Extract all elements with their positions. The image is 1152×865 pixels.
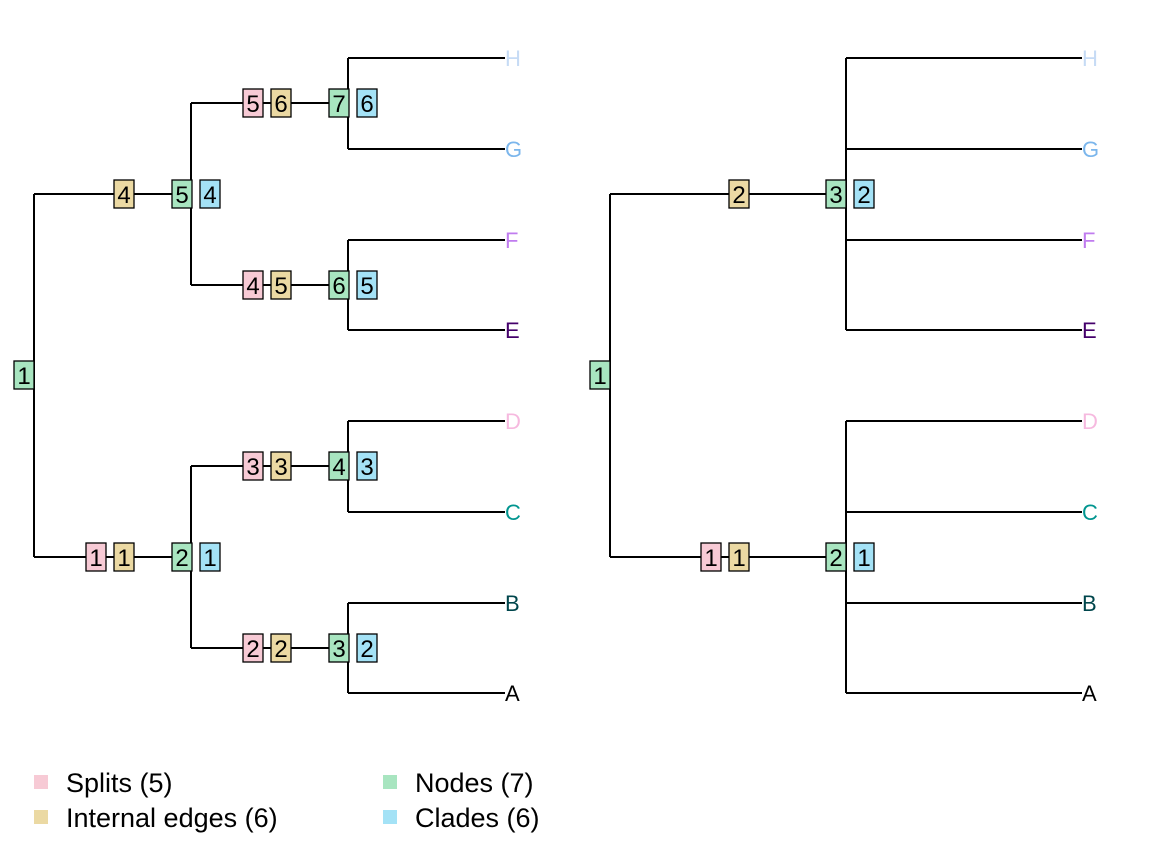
right-tree-split-box-1: [700, 542, 722, 572]
left-tree-split-box-2: [242, 633, 264, 663]
right-tree-node-box-1: [589, 360, 611, 390]
left-tree-node-box-6: [328, 270, 350, 300]
tip-label-left-D: D: [505, 409, 521, 434]
left-tree-edge-label-4: 4: [117, 182, 130, 209]
right-tree-node-label-1: 1: [593, 363, 606, 390]
tree-edges: [33, 57, 1082, 694]
tip-label-left-A: A: [505, 681, 520, 706]
left-tree-edge-box-4: [113, 179, 135, 209]
left-tree-split-box-4: [242, 270, 264, 300]
legend-swatch-clade: [383, 810, 397, 824]
left-tree-node-label-1: 1: [17, 363, 30, 390]
right-tree-edge-box-2: [728, 179, 750, 209]
left-tree-split-box-1: [85, 542, 107, 572]
left-tree-edge-label-1: 1: [117, 545, 130, 572]
tip-label-right-G: G: [1082, 137, 1099, 162]
left-tree-node-label-3: 3: [332, 636, 345, 663]
legend-label-edge: Internal edges (6): [66, 803, 278, 833]
left-tree-node-label-4: 4: [332, 454, 345, 481]
left-tree-node-label-6: 6: [332, 273, 345, 300]
right-tree-node-box-2: [825, 542, 847, 572]
left-tree-edge-box-2: [270, 633, 292, 663]
left-tree-clade-box-6: [356, 88, 378, 118]
legend-label-split: Splits (5): [66, 768, 173, 798]
left-tree-edge-box-3: [270, 451, 292, 481]
left-tree-edge-label-5: 5: [274, 273, 287, 300]
left-tree-clade-box-3: [356, 451, 378, 481]
tip-label-left-E: E: [505, 318, 520, 343]
legend: Splits (5) Nodes (7) Internal edges (6) Cla…: [34, 768, 540, 833]
left-tree-split-box-5: [242, 88, 264, 118]
left-tree-split-label-1: 1: [89, 545, 102, 572]
left-tree-clade-label-2: 2: [360, 636, 373, 663]
left-tree-node-box-4: [328, 451, 350, 481]
legend-swatch-node: [383, 775, 397, 789]
left-tree-clade-label-3: 3: [360, 454, 373, 481]
left-tree-edge-box-5: [270, 270, 292, 300]
legend-label-node: Nodes (7): [415, 768, 534, 798]
tip-label-right-B: B: [1082, 591, 1097, 616]
right-tree-clade-label-1: 1: [857, 545, 870, 572]
legend-label-clade: Clades (6): [415, 803, 540, 833]
left-tree-edge-box-1: [113, 542, 135, 572]
left-tree-node-label-5: 5: [175, 182, 188, 209]
left-tree-clade-box-4: [199, 179, 221, 209]
tip-label-right-A: A: [1082, 681, 1097, 706]
left-tree-split-label-2: 2: [246, 636, 259, 663]
left-tree-clade-box-1: [199, 542, 221, 572]
tip-label-left-F: F: [505, 228, 518, 253]
tip-label-left-G: G: [505, 137, 522, 162]
tip-label-left-B: B: [505, 591, 520, 616]
tip-label-right-D: D: [1082, 409, 1098, 434]
right-tree-split-label-1: 1: [704, 545, 717, 572]
left-tree-clade-box-2: [356, 633, 378, 663]
left-tree-edge-label-3: 3: [274, 454, 287, 481]
left-tree-clade-label-1: 1: [203, 545, 216, 572]
left-tree-clade-label-4: 4: [203, 182, 216, 209]
left-tree-edge-box-6: [270, 88, 292, 118]
legend-swatch-split: [34, 775, 48, 789]
right-tree-clade-box-2: [853, 179, 875, 209]
tip-label-left-C: C: [505, 500, 521, 525]
left-tree-node-box-7: [328, 88, 350, 118]
left-tree-node-label-7: 7: [332, 91, 345, 118]
tip-label-right-H: H: [1082, 46, 1098, 71]
right-tree-node-label-3: 3: [829, 182, 842, 209]
left-tree-clade-box-5: [356, 270, 378, 300]
left-tree-node-box-1: [13, 360, 35, 390]
left-tree-node-label-2: 2: [175, 545, 188, 572]
left-tree-split-label-5: 5: [246, 91, 259, 118]
left-tree-edge-label-6: 6: [274, 91, 287, 118]
left-tree-clade-label-5: 5: [360, 273, 373, 300]
left-tree-node-box-2: [171, 542, 193, 572]
tip-label-right-F: F: [1082, 228, 1095, 253]
right-tree-clade-box-1: [853, 542, 875, 572]
left-tree-split-label-3: 3: [246, 454, 259, 481]
tip-label-right-C: C: [1082, 500, 1098, 525]
left-tree-edge-label-2: 2: [274, 636, 287, 663]
left-tree-split-box-3: [242, 451, 264, 481]
right-tree-edge-label-1: 1: [732, 545, 745, 572]
tip-label-right-E: E: [1082, 318, 1097, 343]
left-tree-clade-label-6: 6: [360, 91, 373, 118]
legend-swatch-edge: [34, 810, 48, 824]
right-tree-clade-label-2: 2: [857, 182, 870, 209]
left-tree-split-label-4: 4: [246, 273, 259, 300]
tip-labels: H G F E D C B A H G F E D C B A: [505, 46, 1099, 706]
right-tree-edge-label-2: 2: [732, 182, 745, 209]
left-tree-node-box-3: [328, 633, 350, 663]
right-tree-node-label-2: 2: [829, 545, 842, 572]
tip-label-left-H: H: [505, 46, 521, 71]
right-tree-edge-box-1: [728, 542, 750, 572]
left-tree-node-box-5: [171, 179, 193, 209]
right-tree-node-box-3: [825, 179, 847, 209]
